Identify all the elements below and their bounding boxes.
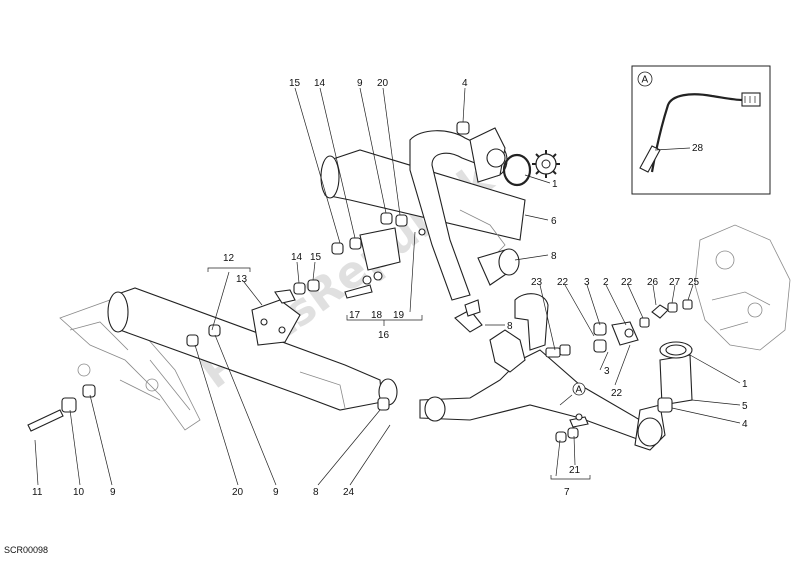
callout-15-mid: 15 [310,252,322,263]
leader-lines [34,87,741,486]
callout-20-top: 20 [377,78,389,89]
callout-22-a: 22 [557,277,569,288]
view-marker-label: A [576,385,583,396]
lower-silencer [107,287,398,411]
diagram-code: SCR00098 [4,545,49,555]
callout-9-bottom: 9 [273,487,279,498]
callout-4-top: 4 [462,78,468,89]
callout-13: 13 [236,274,248,285]
callout-9-top: 9 [357,78,363,89]
callout-23: 23 [531,277,543,288]
front-pipe-flange [657,341,693,413]
callout-9-bottom-left: 9 [110,487,116,498]
callout-26: 26 [647,277,659,288]
callout-15-top: 15 [289,78,301,89]
callout-24: 24 [343,487,355,498]
callout-3-a: 3 [584,277,590,288]
callout-27: 27 [669,277,681,288]
callout-25: 25 [688,277,700,288]
callout-10: 10 [73,487,85,498]
callout-8-mid: 8 [507,321,513,332]
callout-18: 18 [371,310,383,321]
callout-11: 11 [32,487,43,498]
y-collector [419,293,666,451]
callout-12: 12 [223,253,235,264]
inset-lambda-sensor: A 28 [631,65,771,195]
inset-marker-circle [637,71,653,87]
callout-20-bottom: 20 [232,487,244,498]
callout-6: 6 [551,216,557,227]
callout-22-b: 22 [621,277,633,288]
callout-2: 2 [603,277,609,288]
callout-1-top: 1 [552,179,558,190]
pipe-end-8 [498,248,520,276]
nut-4-top [456,121,470,135]
group-braces [207,267,591,480]
callout-19: 19 [393,310,405,321]
callout-4-bottom: 4 [742,419,748,430]
callout-7: 7 [564,487,570,498]
lower-bracket [186,279,320,347]
callout-16: 16 [378,330,390,341]
callout-28: 28 [692,143,704,154]
callout-14-mid: 14 [291,252,303,263]
callout-labels: 15 14 9 20 4 1 6 8 12 13 14 15 17 18 19 … [32,78,748,498]
inset-frame [631,65,771,195]
upper-header-pipe [409,121,532,301]
upper-bracket [331,212,426,299]
sensor-cable [650,93,743,173]
gasket-1 [502,153,532,187]
view-marker-circle [572,382,586,396]
callout-22-c: 22 [611,388,623,399]
callout-21: 21 [569,465,581,476]
rear-fasteners [27,384,96,432]
callout-1-bottom: 1 [742,379,748,390]
inset-marker-label: A [642,75,649,86]
callout-5: 5 [742,401,748,412]
callout-14-top: 14 [314,78,326,89]
gear-icon [532,150,560,178]
callout-3-b: 3 [604,366,610,377]
callout-8-right: 8 [551,251,557,262]
callout-17: 17 [349,310,361,321]
sensor-connector [741,92,761,107]
callout-8-bottom: 8 [313,487,319,498]
mid-right-parts [593,299,693,353]
